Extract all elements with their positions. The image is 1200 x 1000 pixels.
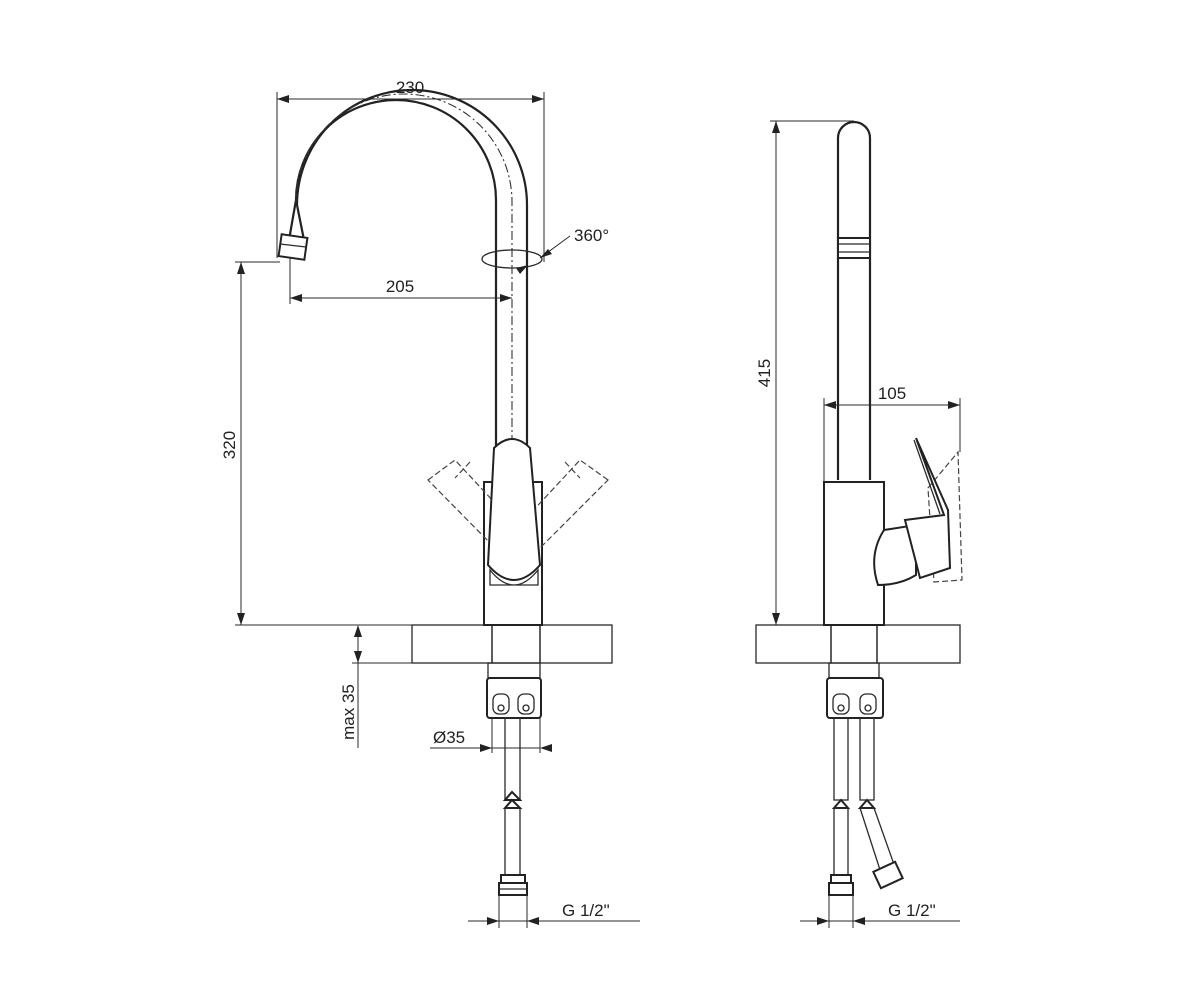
rotation-symbol (481, 249, 543, 274)
side-aerator (837, 237, 871, 259)
side-countertop-section (755, 624, 961, 664)
dim-spout-height: 320 (220, 431, 239, 459)
front-view (277, 88, 613, 896)
dim-handle-depth: 105 (878, 384, 906, 403)
spout (277, 88, 529, 480)
side-dimensions: 415 105 G 1/2" (755, 120, 961, 928)
lever-handle (486, 438, 542, 586)
dim-connector-side: G 1/2" (888, 901, 936, 920)
front-dimensions: 230 205 360° 320 max 35 Ø35 (220, 78, 640, 928)
side-mounting-nut (826, 662, 884, 719)
mounting-nut (486, 662, 542, 719)
side-view (755, 120, 963, 896)
countertop-section (411, 624, 613, 664)
aerator (277, 233, 309, 261)
dim-total-height: 415 (755, 359, 774, 387)
side-lever (873, 437, 963, 587)
supply-hose (498, 717, 528, 896)
side-supply-hoses (828, 717, 905, 896)
dim-rotation: 360° (574, 226, 609, 245)
dim-connector-front: G 1/2" (562, 901, 610, 920)
dim-max-thickness: max 35 (339, 684, 358, 740)
dim-width-top: 230 (396, 78, 424, 97)
dim-spout-reach: 205 (386, 277, 414, 296)
dim-hole-diameter: Ø35 (433, 728, 465, 747)
side-spout (836, 120, 872, 480)
